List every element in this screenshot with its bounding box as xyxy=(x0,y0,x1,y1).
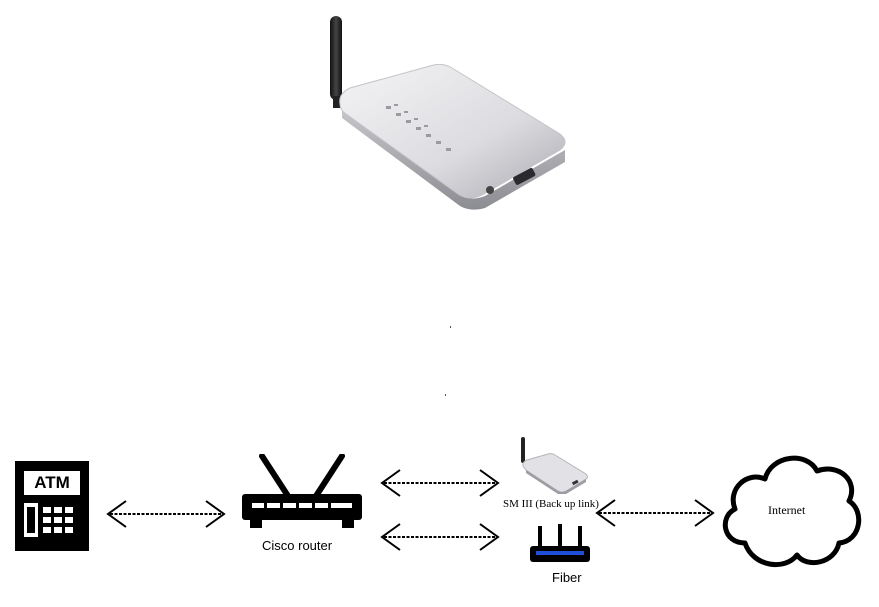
speck xyxy=(445,394,446,396)
internet-label: Internet xyxy=(768,503,806,517)
arrow-router-sm3 xyxy=(378,467,502,499)
arrow-atm-router xyxy=(104,498,228,530)
atm-label: ATM xyxy=(34,473,70,492)
atm-icon: ATM xyxy=(15,461,89,551)
wireless-modem-photo xyxy=(320,10,580,215)
cloud-icon xyxy=(715,445,867,575)
fiber-router-icon xyxy=(528,524,592,566)
arrow-router-fiber xyxy=(378,521,502,553)
cisco-router-label: Cisco router xyxy=(262,538,333,553)
wireless-modem-icon xyxy=(518,436,590,494)
speck xyxy=(450,326,451,328)
router-icon xyxy=(240,454,364,534)
fiber-label: Fiber xyxy=(552,570,582,585)
arrow-sm3-internet xyxy=(593,497,717,529)
sm3-label: SM III (Back up link) xyxy=(503,498,599,510)
